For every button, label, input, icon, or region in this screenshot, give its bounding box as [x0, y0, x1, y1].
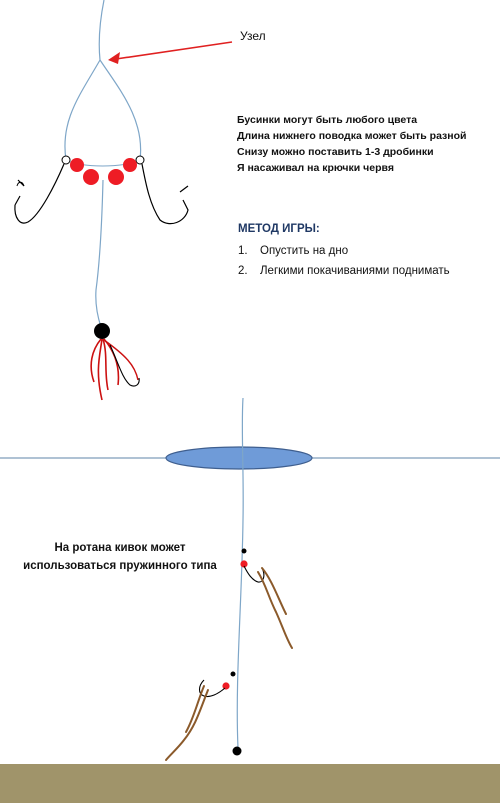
- bead-1: [70, 158, 84, 172]
- notes-block: Бусинки могут быть любого цвета Длина ни…: [237, 112, 466, 176]
- bead-2: [83, 169, 99, 185]
- bead-4: [123, 158, 137, 172]
- side-hook-upper: [243, 565, 265, 583]
- sinker-bottom: [232, 746, 242, 756]
- ice-hole: [165, 446, 313, 470]
- method-item: 2. Легкими покачиваниями поднимать: [238, 261, 450, 281]
- method-item-number: 2.: [238, 265, 248, 277]
- side-bead-upper: [240, 560, 248, 568]
- loop-left: [64, 59, 101, 161]
- lure-hook: [109, 344, 140, 387]
- note-line: Бусинки могут быть любого цвета: [237, 114, 418, 126]
- rotan-note: На ротана кивок может использоваться пру…: [23, 542, 217, 572]
- side-hook-lower: [198, 679, 226, 698]
- method-title: МЕТОД ИГРЫ:: [238, 223, 320, 235]
- worm-upper: [257, 567, 293, 649]
- ground: [0, 764, 500, 803]
- method-item-text: Легкими покачиваниями поднимать: [260, 265, 450, 277]
- main-line-lower: [236, 397, 244, 749]
- note-line: Длина нижнего поводка может быть разной: [237, 130, 467, 142]
- lower-leader: [95, 179, 104, 328]
- method-item-number: 1.: [238, 245, 248, 257]
- side-bead-lower: [222, 682, 230, 690]
- hook-eye-right: [135, 155, 145, 165]
- sinker-top: [94, 323, 110, 339]
- side-eye-upper: [241, 548, 247, 554]
- hook-left: [14, 163, 65, 224]
- note-line: Снизу можно поставить 1-3 дробинки: [237, 146, 434, 158]
- knot-arrow-head: [108, 52, 120, 64]
- hook-eye-left: [61, 155, 71, 165]
- loop-right: [99, 59, 142, 161]
- worm-lower: [165, 685, 209, 761]
- lure-tail-4: [90, 338, 102, 383]
- method-list: 1. Опустить на дно 2. Легкими покачиваниям…: [238, 241, 450, 281]
- lure-tail-1: [97, 338, 103, 401]
- note-line: Я насаживал на крючки червя: [237, 162, 394, 174]
- main-line-upper: [98, 0, 105, 61]
- lure-tail-5: [103, 339, 139, 381]
- method-item: 1. Опустить на дно: [238, 241, 450, 261]
- hook-right: [141, 163, 189, 225]
- side-eye-lower: [230, 671, 236, 677]
- knot-label: Узел: [240, 29, 266, 43]
- bead-3: [108, 169, 124, 185]
- method-item-text: Опустить на дно: [260, 245, 349, 257]
- knot-arrow-shaft: [115, 41, 233, 60]
- lure-tail-2: [102, 338, 109, 391]
